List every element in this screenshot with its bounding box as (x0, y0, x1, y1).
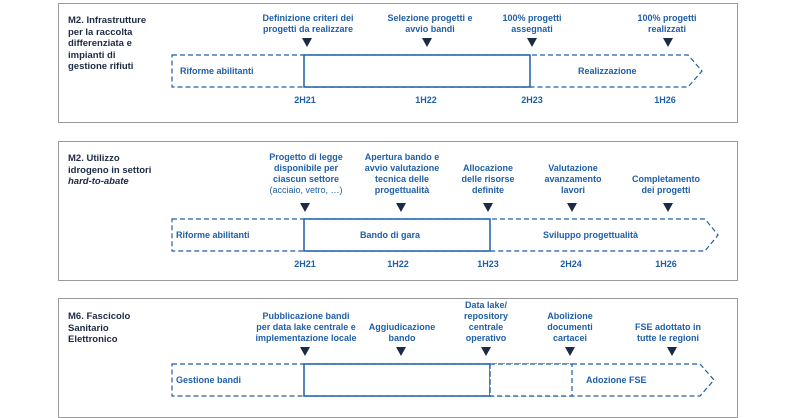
phase-label-riforme: Riforme abilitanti (176, 230, 250, 240)
timeline-bars-1 (171, 54, 703, 88)
date-label: 1H22 (415, 95, 437, 105)
date-label: 2H21 (294, 95, 316, 105)
date-label: 2H24 (560, 259, 582, 269)
milestone-marker-icon (300, 347, 310, 356)
phase-box-solid (303, 363, 491, 397)
phase-label-bando: Bando di gara (360, 230, 421, 240)
timeline-bars-3 (171, 363, 715, 397)
milestone-marker-icon (567, 203, 577, 212)
date-label: 1H26 (654, 95, 676, 105)
phase-arrow-dashed (171, 54, 703, 88)
phase-label-gestione-bandi: Gestione bandi (176, 375, 242, 385)
milestone-marker-icon (483, 203, 493, 212)
phase-label-sviluppo: Sviluppo progettualità (543, 230, 639, 240)
milestone-marker-icon (422, 38, 432, 47)
milestone-marker-icon (300, 203, 310, 212)
milestone-marker-icon (396, 203, 406, 212)
phase-label-riforme: Riforme abilitanti (180, 66, 254, 76)
milestone-marker-icon (396, 347, 406, 356)
timeline-bars-2 (171, 218, 719, 252)
date-label: 1H23 (477, 259, 499, 269)
panel-waste-infrastructure: M2. Infrastrutture per la raccolta diffe… (58, 3, 738, 123)
phase-label-adozione-fse: Adozione FSE (586, 375, 647, 385)
phase-arrow-dashed (171, 218, 719, 252)
date-label: 2H23 (521, 95, 543, 105)
milestone-marker-icon (565, 347, 575, 356)
date-label: 1H22 (387, 259, 409, 269)
phase-box-dashed (489, 363, 573, 397)
date-label: 2H21 (294, 259, 316, 269)
phase-arrow-dashed (171, 363, 715, 397)
milestone-marker-icon (663, 38, 673, 47)
milestone-marker-icon (667, 347, 677, 356)
milestone-marker-icon (663, 203, 673, 212)
date-label: 1H26 (655, 259, 677, 269)
phase-box-solid (303, 218, 491, 252)
panel-title: M2. Infrastrutture per la raccolta diffe… (68, 15, 147, 72)
panel-title: M2. Utilizzo idrogeno in settori hard-to… (68, 153, 152, 187)
milestone-marker-icon (481, 347, 491, 356)
panel-title: M6. Fascicolo Sanitario Elettronico (68, 311, 131, 345)
phase-label-realizzazione: Realizzazione (578, 66, 637, 76)
milestone-marker-icon (302, 38, 312, 47)
milestone-marker-icon (527, 38, 537, 47)
phase-box-solid (303, 54, 531, 88)
